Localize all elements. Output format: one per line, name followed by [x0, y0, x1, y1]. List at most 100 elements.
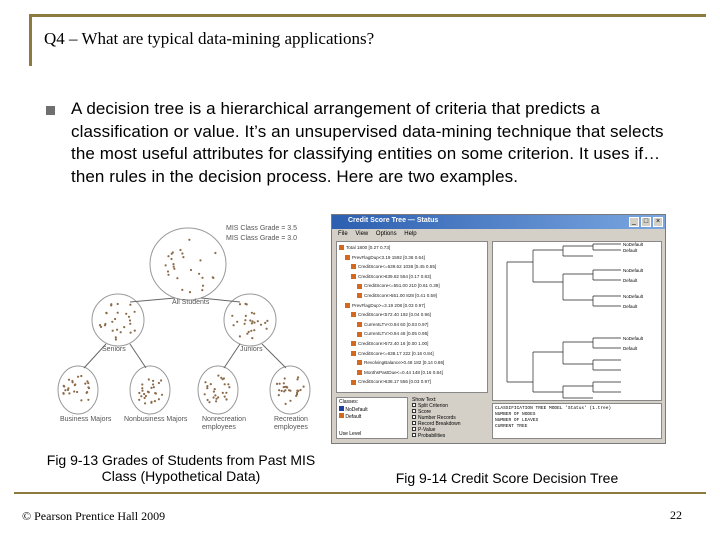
menu-file[interactable]: File — [338, 231, 348, 237]
scatter-dot — [167, 255, 170, 258]
scatter-dot — [105, 311, 108, 314]
scatter-dot — [67, 378, 71, 381]
tree-node-icon — [351, 350, 356, 356]
model-info-line: CLASSIFICATION TREE MODEL 'Status' (1.tr… — [495, 406, 612, 411]
window-title: Credit Score Tree — Status — [348, 217, 439, 224]
menu-help[interactable]: Help — [404, 231, 417, 237]
scatter-dot — [212, 276, 215, 279]
show-text-option[interactable]: Probabilities — [412, 433, 488, 439]
scatter-dot — [245, 303, 248, 306]
scatter-dot — [74, 383, 77, 386]
tree-outline-text: CreditScore>572.40 16 [0.00 1.00] — [358, 341, 429, 346]
scatter-dot — [141, 387, 144, 390]
scatter-dot — [199, 259, 202, 262]
tree-outline-item[interactable]: CurrentLTV>0.94 48 [0.05 0.95] — [357, 331, 428, 337]
scatter-dot — [244, 319, 247, 322]
scatter-dot — [68, 392, 71, 395]
scatter-dot — [114, 338, 117, 341]
tree-outline-item[interactable]: CreditScore>572.40 16 [0.00 1.00] — [351, 341, 429, 347]
tree-outline-item[interactable]: CreditScore<=551.00 210 [0.61 0.39] — [357, 283, 440, 289]
scatter-dot — [289, 399, 292, 402]
scatter-dot — [104, 322, 107, 326]
scatter-dot — [284, 385, 287, 388]
tree-outline-item[interactable]: CreditScore>638.17 556 [0.03 0.97] — [351, 379, 431, 385]
scatter-dot — [250, 311, 253, 314]
scatter-dot — [297, 376, 300, 379]
tree-outline-item[interactable]: CreditScore<=638.17 222 [0.16 0.84] — [351, 351, 434, 356]
scatter-dot — [127, 315, 131, 318]
show-text-option-label: Number Records — [418, 415, 456, 421]
tree-outline-pane[interactable]: Total 1800 [0.27 0.73] PrevFlagDup<3.19 1… — [336, 241, 488, 393]
slide-title: Q4 – What are typical data-mining applic… — [44, 29, 375, 48]
scatter-dot — [176, 277, 179, 280]
checkbox-icon[interactable] — [412, 427, 416, 431]
tree-outline-item[interactable]: PrevFlagDup>=3.19 208 [0.03 0.97] — [345, 303, 425, 308]
tree-outline-text: CreditScore<=551.00 210 [0.61 0.39] — [364, 283, 440, 289]
tree-outline-item[interactable]: CreditScore<=639.62 1038 [0.45 0.55] — [351, 264, 436, 270]
checkbox-icon[interactable] — [412, 421, 416, 425]
scatter-dot — [147, 378, 150, 381]
scatter-dot — [98, 324, 102, 327]
show-text-option[interactable]: Split Criterion — [412, 403, 488, 409]
scatter-dot — [296, 389, 299, 392]
class-item-default[interactable]: Default — [337, 413, 407, 420]
scatter-dot — [150, 386, 153, 389]
scatter-dot — [76, 390, 79, 394]
tree-outline-item[interactable]: Total 1800 [0.27 0.73] — [339, 245, 391, 251]
scatter-dot — [238, 335, 241, 338]
tree-node-icon — [357, 293, 362, 299]
tree-diagram-drawing: NoDefaultDefaultNoDefaultDefaultNoDefaul… — [506, 242, 644, 399]
close-icon[interactable]: × — [653, 217, 663, 227]
scatter-dot — [116, 311, 119, 314]
scatter-dot — [275, 382, 279, 385]
scatter-dot — [208, 401, 211, 404]
tree-leaf-label: NoDefault — [623, 336, 644, 341]
tree-outline-item[interactable]: RevolvingBalance>0.48 182 [0.14 0.86] — [357, 360, 444, 366]
scatter-dot — [86, 380, 89, 383]
scatter-dot — [206, 387, 209, 390]
tree-outline-text: CreditScore<572.40 192 [0.04 0.96] — [358, 312, 431, 318]
scatter-dot — [144, 394, 147, 398]
checkbox-icon[interactable] — [412, 415, 416, 419]
footer-divider — [14, 492, 706, 494]
show-text-option[interactable]: Number Records — [412, 415, 488, 421]
model-info-line: CURRENT TREE — [495, 424, 528, 429]
menu-view[interactable]: View — [355, 231, 369, 237]
show-text-option-label: Score — [418, 409, 432, 415]
scatter-dot — [223, 395, 226, 398]
checkbox-icon[interactable] — [412, 403, 416, 407]
show-text-option[interactable]: Record Breakdown — [412, 421, 488, 427]
tree-outline-item[interactable]: CreditScore>551.00 828 [0.41 0.59] — [357, 293, 437, 299]
scatter-dot — [172, 265, 175, 268]
scatter-dot — [215, 400, 218, 403]
scatter-dot — [146, 390, 149, 393]
class-item-nodefault[interactable]: NoDefault — [337, 406, 407, 413]
use-level-label: Use Level — [339, 431, 362, 437]
tree-outline-item[interactable]: CreditScore>639.62 554 [0.17 0.83] — [351, 273, 431, 280]
show-text-option[interactable]: P-Value — [412, 427, 488, 433]
scatter-dot — [296, 391, 299, 394]
figure-13-leaf-1: Business Majors — [60, 416, 112, 423]
model-info-line: NUMBER OF LEAVES — [495, 418, 539, 423]
scatter-dot — [140, 395, 143, 398]
scatter-dot — [116, 328, 119, 331]
checkbox-icon[interactable] — [412, 409, 416, 413]
tree-node-icon — [345, 302, 350, 308]
tree-outline-item[interactable]: PrevFlagDup<3.19 1592 [0.36 0.64] — [345, 255, 425, 260]
show-text-option[interactable]: Score — [412, 409, 488, 415]
tree-outline-item[interactable]: CreditScore<572.40 192 [0.04 0.96] — [351, 312, 431, 318]
minimize-icon[interactable]: _ — [629, 217, 639, 227]
tree-outline-item[interactable]: CurrentLTV<0.94 60 [0.03 0.97] — [357, 322, 428, 328]
tree-outline-text: CreditScore>638.17 556 [0.03 0.97] — [358, 379, 431, 385]
scatter-dot — [181, 252, 184, 255]
tree-outline-text: Total 1800 [0.27 0.73] — [346, 245, 391, 250]
tree-outline-item[interactable]: MonthsPastDue<=0.44 148 [0.16 0.84] — [357, 370, 443, 376]
scatter-dot — [125, 312, 128, 315]
maximize-icon[interactable]: □ — [641, 217, 651, 227]
scatter-dot — [84, 382, 87, 385]
scatter-dot — [157, 398, 160, 401]
checkbox-icon[interactable] — [412, 433, 416, 437]
menu-options[interactable]: Options — [375, 231, 397, 237]
tree-outline-text: CreditScore>639.62 554 [0.17 0.83] — [358, 273, 431, 279]
